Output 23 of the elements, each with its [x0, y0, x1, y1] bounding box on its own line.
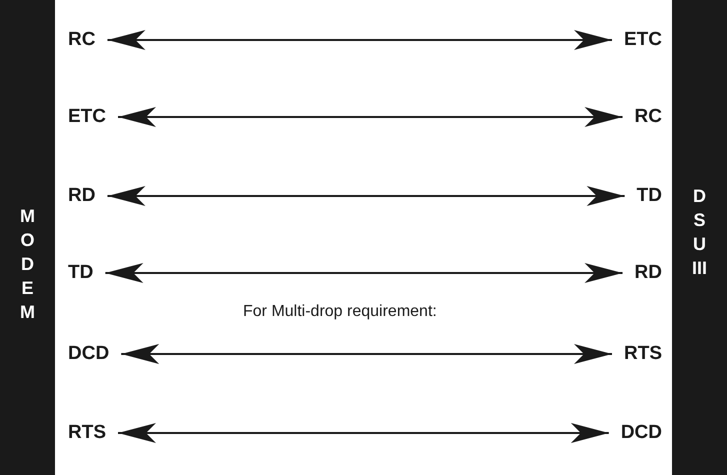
- double-arrow: [107, 30, 612, 50]
- signal-name: RC: [634, 106, 662, 128]
- signal-name: DCD: [620, 422, 662, 444]
- double-arrow: [107, 186, 625, 206]
- signal-name: TD: [68, 262, 94, 284]
- signal-name: RD: [68, 185, 96, 207]
- double-arrow: [105, 263, 623, 283]
- signal-name: RTS: [68, 422, 106, 444]
- double-arrow: [121, 344, 612, 364]
- signal-name: ETC: [68, 106, 106, 128]
- signal-name: RTS: [624, 343, 662, 365]
- signal-name: ETC: [624, 29, 662, 51]
- signal-name: DCD: [68, 343, 110, 365]
- device-bar: [0, 0, 55, 475]
- device-name: DSU III: [692, 185, 708, 280]
- device-bar: [672, 0, 727, 475]
- double-arrow: [118, 107, 623, 127]
- double-arrow: [118, 423, 609, 443]
- signal-name: TD: [636, 185, 662, 207]
- signal-name: RD: [634, 262, 662, 284]
- device-name: MODEM: [20, 205, 36, 324]
- signal-name: RC: [68, 29, 96, 51]
- note: For Multi-drop requirement:: [243, 303, 437, 321]
